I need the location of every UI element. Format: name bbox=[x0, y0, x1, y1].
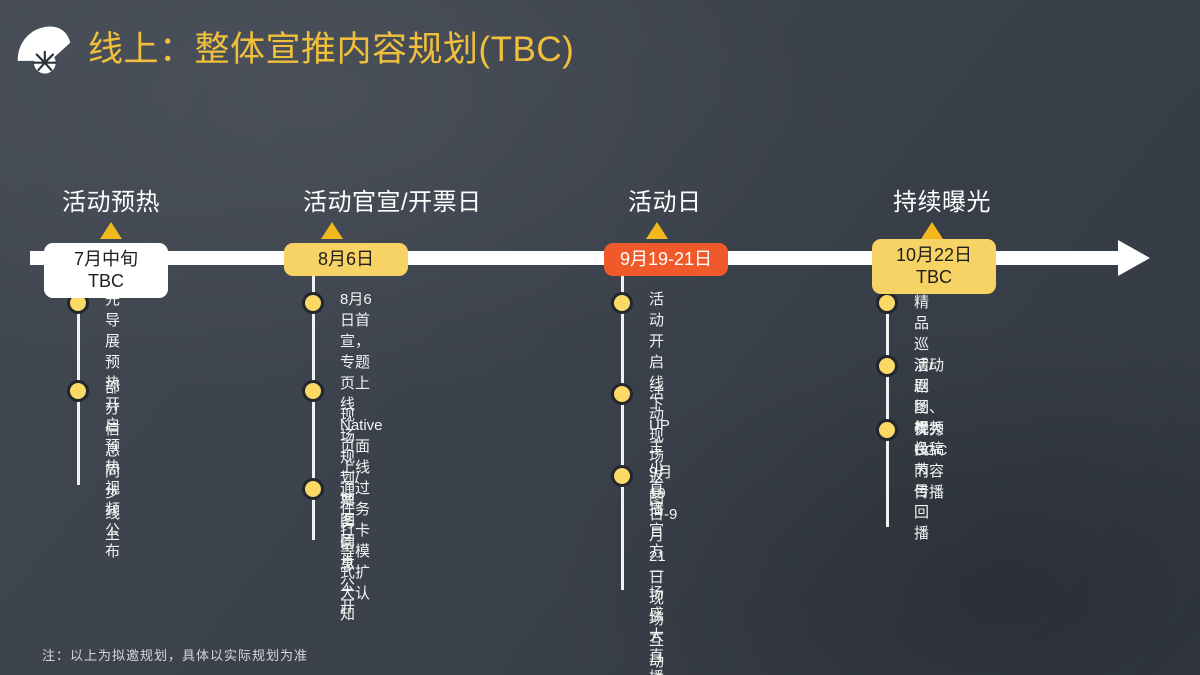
bullet-dot-icon bbox=[876, 355, 898, 377]
list-item-label: 活动现场返图 bbox=[649, 385, 665, 507]
list-item-label: 先导展预热开启 预热视频公布 bbox=[105, 291, 121, 560]
phase-marker-triangle-icon bbox=[921, 222, 943, 239]
phase-title: 活动预热 bbox=[62, 189, 160, 216]
bullet-dot-icon bbox=[611, 465, 633, 487]
bullet-dot-icon bbox=[302, 292, 324, 314]
list-item-label: 活动返图、视频投稿 bbox=[914, 357, 945, 458]
list-item-label: 现场规划/地图同步 bbox=[340, 407, 360, 571]
list-item-label: 8月6日首宣，专题页上线 Native页面上线 通过任务打卡等模式扩大认知 bbox=[340, 291, 383, 623]
list-item-label: 活动开启 线下UP主小直播 官方一场盛大直播 bbox=[649, 291, 670, 675]
timeline-arrow-icon bbox=[1118, 240, 1150, 276]
list-item-label: 票务信息公开 bbox=[340, 493, 356, 615]
bullet-dot-icon bbox=[302, 380, 324, 402]
phase-title: 持续曝光 bbox=[893, 189, 991, 216]
page-title: 线上：整体宣推内容规划(TBC) bbox=[88, 29, 575, 69]
phase-marker-triangle-icon bbox=[100, 222, 122, 239]
phase-marker-triangle-icon bbox=[321, 222, 343, 239]
phase-drop-line bbox=[621, 275, 624, 590]
fan-icon bbox=[17, 26, 71, 74]
slide-header: 线上：整体宣推内容规划(TBC) bbox=[0, 14, 1200, 86]
footnote: 注：以上为拟邀规划，具体以实际规划为准 bbox=[42, 648, 309, 663]
phase-date-pill: 10月22日 TBC bbox=[872, 239, 996, 294]
phase-title: 活动日 bbox=[628, 189, 702, 216]
bullet-dot-icon bbox=[876, 292, 898, 314]
bullet-dot-icon bbox=[67, 380, 89, 402]
bullet-dot-icon bbox=[876, 419, 898, 441]
list-item-label: 精品巡演/剧场舞台节目回播 bbox=[914, 294, 934, 542]
list-item-label: 9月19日-9月21日 现场互动活动维护 通过任务打卡模式扩大认知 bbox=[649, 464, 678, 675]
bullet-dot-icon bbox=[611, 383, 633, 405]
list-item-label: 优秀UGC内容传播 bbox=[914, 421, 948, 501]
phase-title: 活动官宣/开票日 bbox=[303, 189, 482, 216]
phase-marker-triangle-icon bbox=[646, 222, 668, 239]
phase-drop-line bbox=[312, 275, 315, 540]
list-item-label: 部分信息同步线上 bbox=[105, 379, 121, 543]
phase-drop-line bbox=[886, 275, 889, 527]
bullet-dot-icon bbox=[302, 478, 324, 500]
phase-date-pill: 7月中旬TBC bbox=[44, 243, 168, 298]
phase-date-pill: 9月19-21日 bbox=[604, 243, 728, 276]
phase-date-pill: 8月6日 bbox=[284, 243, 408, 276]
bullet-dot-icon bbox=[611, 292, 633, 314]
